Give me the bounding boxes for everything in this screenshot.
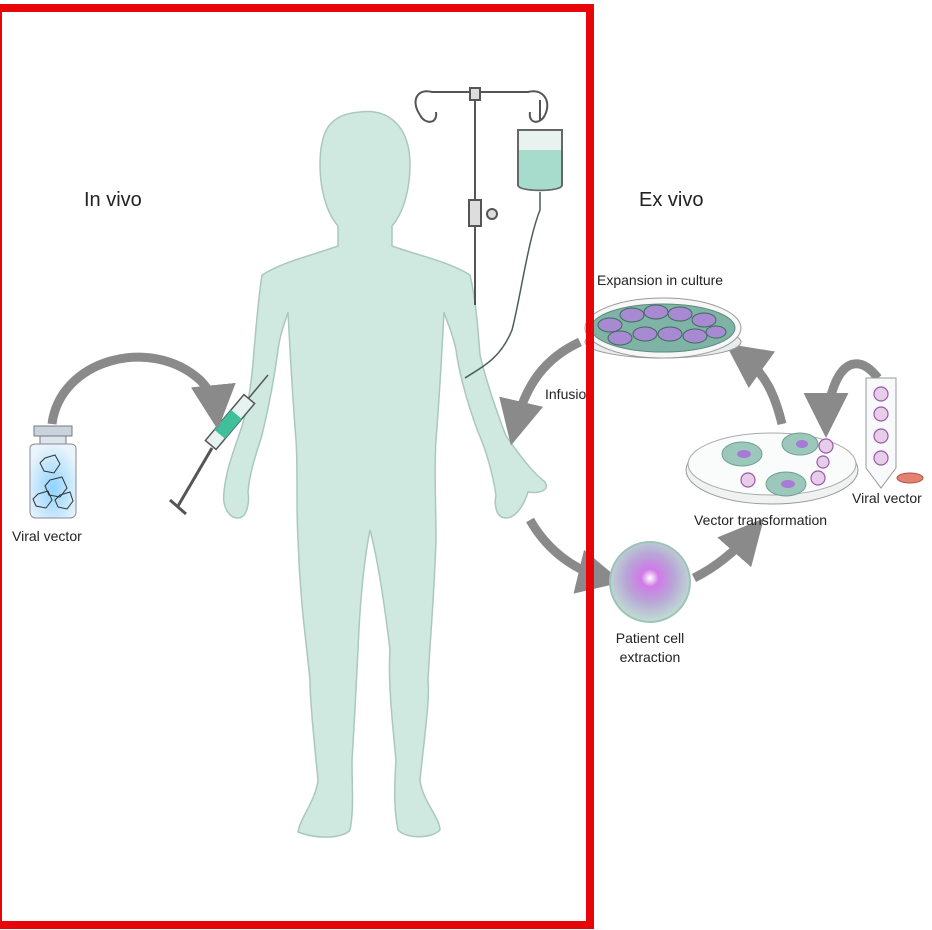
viral-vector-right-label: Viral vector (852, 490, 922, 506)
vector-transformation-label: Vector transformation (694, 512, 827, 528)
patient-cell (610, 542, 690, 622)
expansion-in-culture-label: Expansion in culture (597, 272, 723, 288)
patient-cell-label-line1: Patient cell (605, 630, 695, 646)
transformation-dish (686, 433, 858, 504)
arrow-infusion (515, 342, 580, 428)
infusion-label: Infusion (545, 386, 594, 402)
viral-vector-tube-right (866, 378, 923, 488)
ex-vivo-label: Ex vivo (639, 189, 703, 212)
human-body (224, 112, 547, 838)
viral-vector-left-label: Viral vector (12, 528, 82, 544)
patient-cell-label-line2: extraction (605, 649, 695, 665)
in-vivo-label: In vivo (84, 189, 142, 212)
viral-vector-vial-left (30, 426, 76, 518)
arrow-transformation-to-culture (740, 354, 782, 424)
arrow-to-extraction (530, 520, 605, 578)
arrow-extraction-to-transformation (694, 532, 752, 578)
culture-dish (585, 298, 741, 358)
arrow-vial-to-syringe (52, 357, 216, 424)
